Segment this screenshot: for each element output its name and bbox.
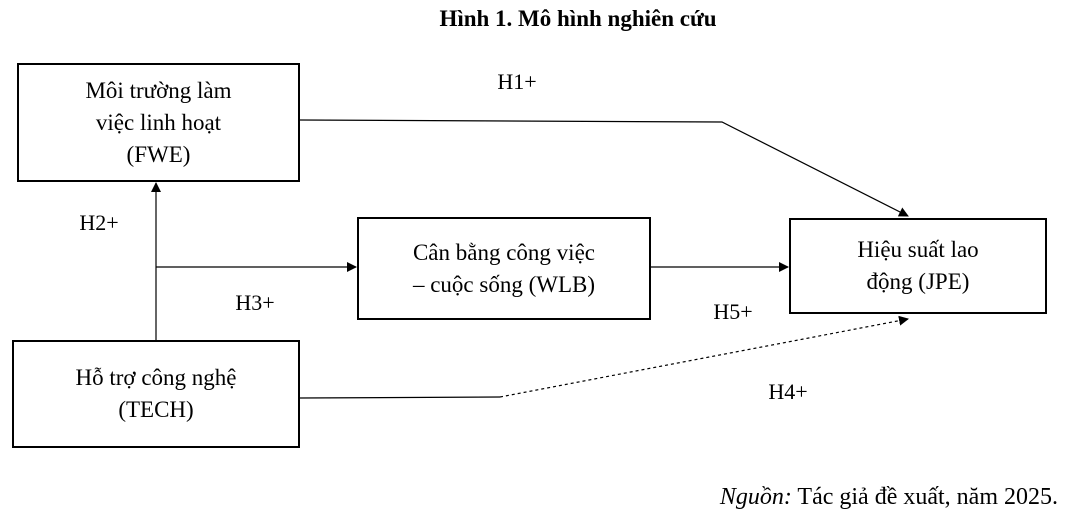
figure-source: Nguồn: Tác giả đề xuất, năm 2025. — [720, 484, 1058, 511]
node-jpe-line2: động (JPE) — [866, 269, 970, 294]
node-fwe-line3: (FWE) — [126, 141, 191, 167]
node-wlb-line1: Cân bằng công việc — [412, 239, 595, 265]
node-fwe-line1: Môi trường làm — [85, 77, 232, 103]
edge-h4-tech-jpe-dashed — [499, 315, 909, 398]
edge-label-h2: H2+ — [79, 210, 119, 235]
node-jpe: Hiệu suất lao động (JPE) — [789, 218, 1047, 314]
node-fwe: Môi trường làm việc linh hoạt (FWE) — [17, 63, 300, 182]
edge-h1-fwe-jpe — [299, 119, 909, 217]
node-fwe-line2: việc linh hoạt — [95, 109, 222, 135]
figure-title: Hình 1. Mô hình nghiên cứu — [439, 6, 717, 31]
node-tech-line1: Hỗ trợ công nghệ — [75, 365, 237, 390]
source-label: Nguồn: — [719, 484, 792, 510]
edge-label-h4: H4+ — [768, 379, 808, 404]
edge-label-h1: H1+ — [497, 69, 537, 94]
edge-label-h5: H5+ — [713, 299, 753, 324]
node-tech-line2: (TECH) — [118, 397, 194, 422]
edge-label-h3: H3+ — [235, 290, 275, 315]
source-text: Tác giả đề xuất, năm 2025. — [791, 484, 1058, 510]
node-wlb: Cân bằng công việc – cuộc sống (WLB) — [357, 217, 651, 320]
node-tech: Hỗ trợ công nghệ (TECH) — [12, 340, 300, 448]
node-wlb-line2: – cuộc sống (WLB) — [412, 271, 596, 297]
edge-h4-tech-solid — [299, 396, 501, 399]
node-jpe-line1: Hiệu suất lao — [857, 237, 979, 262]
